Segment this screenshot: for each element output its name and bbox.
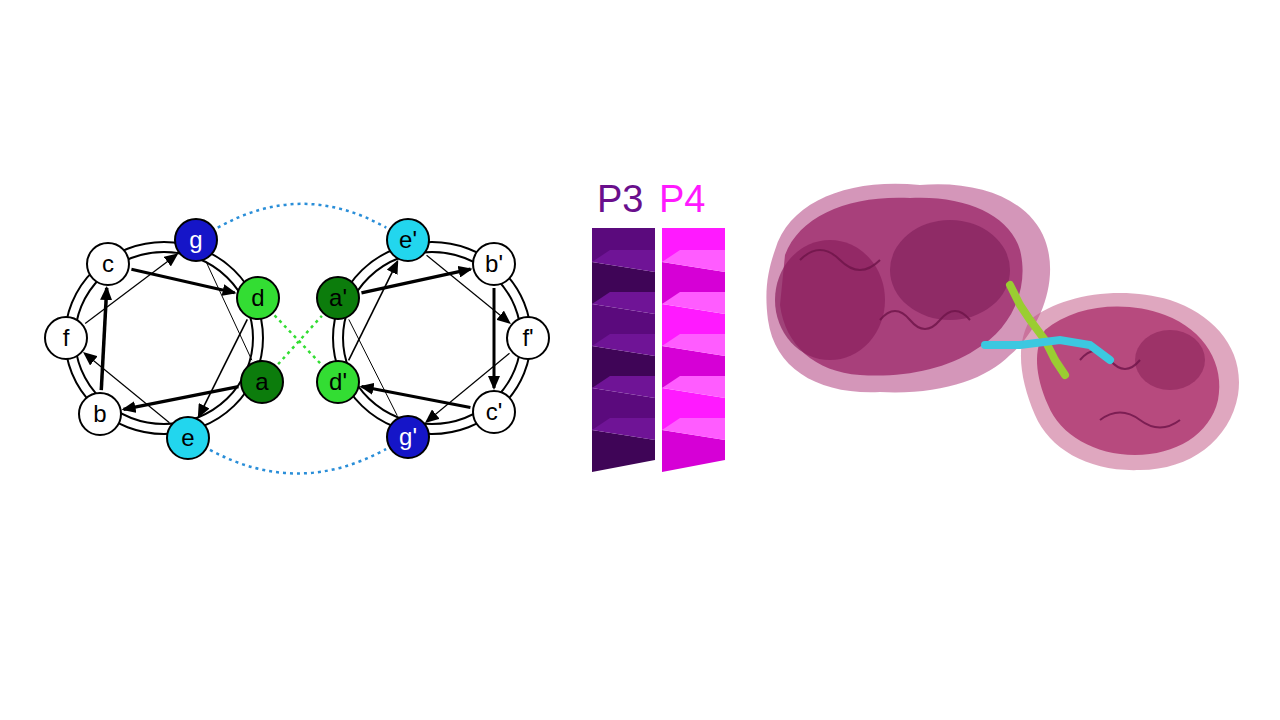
helix-label: P3	[597, 180, 643, 218]
position-letter: e	[166, 416, 210, 460]
heptad-position-circle: a	[240, 360, 284, 404]
protein-structure	[766, 184, 1239, 470]
heptad-position-circle: d	[236, 276, 280, 320]
heptad-position-circle: e	[166, 416, 210, 460]
interaction-line	[218, 204, 386, 228]
position-letter: c'	[472, 390, 516, 434]
heptad-arrow	[349, 319, 397, 415]
heptad-position-circle: g'	[386, 415, 430, 459]
position-letter: d'	[316, 360, 360, 404]
helix-p4	[662, 228, 725, 472]
heptad-position-circle: a'	[316, 276, 360, 320]
position-letter: b	[78, 392, 122, 436]
heptad-arrow	[124, 387, 239, 410]
heptad-position-circle: f'	[506, 316, 550, 360]
position-letter: g'	[386, 415, 430, 459]
heptad-position-circle: e'	[386, 218, 430, 262]
interaction-line	[278, 316, 322, 364]
position-letter: f	[44, 316, 88, 360]
interaction-line	[275, 315, 322, 364]
position-letter: f'	[506, 316, 550, 360]
heptad-arrow	[362, 387, 471, 408]
heptad-arrow	[361, 269, 470, 293]
heptad-position-circle: d'	[316, 360, 360, 404]
helix-p3	[592, 228, 655, 472]
position-letter: c	[86, 242, 130, 286]
heptad-arrow	[101, 288, 106, 390]
wheel-rings	[65, 242, 531, 434]
heptad-position-circle: f	[44, 316, 88, 360]
position-letter: b'	[472, 242, 516, 286]
heptad-position-circle: g	[174, 218, 218, 262]
heptad-position-circle: c	[86, 242, 130, 286]
heptad-position-circle: b'	[472, 242, 516, 286]
heptad-position-circle: b	[78, 392, 122, 436]
position-letter: g	[174, 218, 218, 262]
heptad-arrow	[349, 262, 398, 361]
position-letter: a'	[316, 276, 360, 320]
position-letter: e'	[386, 218, 430, 262]
interaction-line	[210, 449, 386, 473]
position-letter: a	[240, 360, 284, 404]
position-letter: d	[236, 276, 280, 320]
heptad-arrow	[493, 288, 496, 388]
helix-label: P4	[659, 180, 705, 218]
heptad-position-circle: c'	[472, 390, 516, 434]
